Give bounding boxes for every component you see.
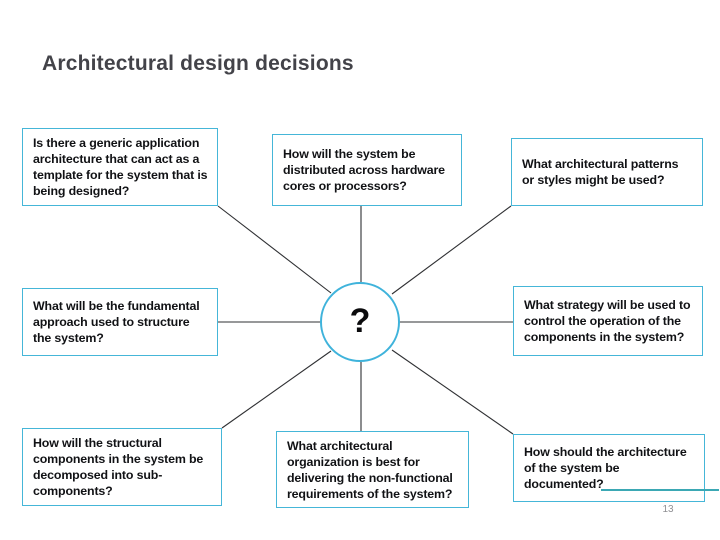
question-box-top-right[interactable]: What architectural patterns or styles mi… [511,138,703,206]
question-mark-icon: ? [349,302,371,340]
question-box-text: What will be the fundamental approach us… [33,299,200,345]
connector-bottom-left [221,350,332,429]
question-box-text: What architectural patterns or styles mi… [522,157,679,187]
connector-top-left [217,205,332,294]
connector-top-right [391,205,512,295]
question-box-text: Is there a generic application architect… [33,136,208,198]
page-number: 13 [662,504,674,515]
central-question-hub[interactable]: ? [320,282,400,362]
connector-bottom-right [391,349,514,435]
question-box-bottom-center[interactable]: What architectural organization is best … [276,431,469,508]
question-box-bottom-right[interactable]: How should the architecture of the syste… [513,434,705,502]
question-box-text: How will the structural components in th… [33,436,204,498]
question-box-bottom-left[interactable]: How will the structural components in th… [22,428,222,506]
page-title: Architectural design decisions [42,52,354,75]
question-box-text: What architectural organization is best … [287,438,453,501]
question-box-text: How should the architecture of the syste… [524,445,687,491]
question-box-text: What strategy will be used to control th… [524,298,691,344]
footer-divider [601,489,719,491]
question-box-top-center[interactable]: How will the system be distributed acros… [272,134,462,206]
question-box-mid-left[interactable]: What will be the fundamental approach us… [22,288,218,356]
question-box-mid-right[interactable]: What strategy will be used to control th… [513,286,703,356]
question-box-top-left[interactable]: Is there a generic application architect… [22,128,218,206]
question-box-text: How will the system be distributed acros… [283,147,445,193]
